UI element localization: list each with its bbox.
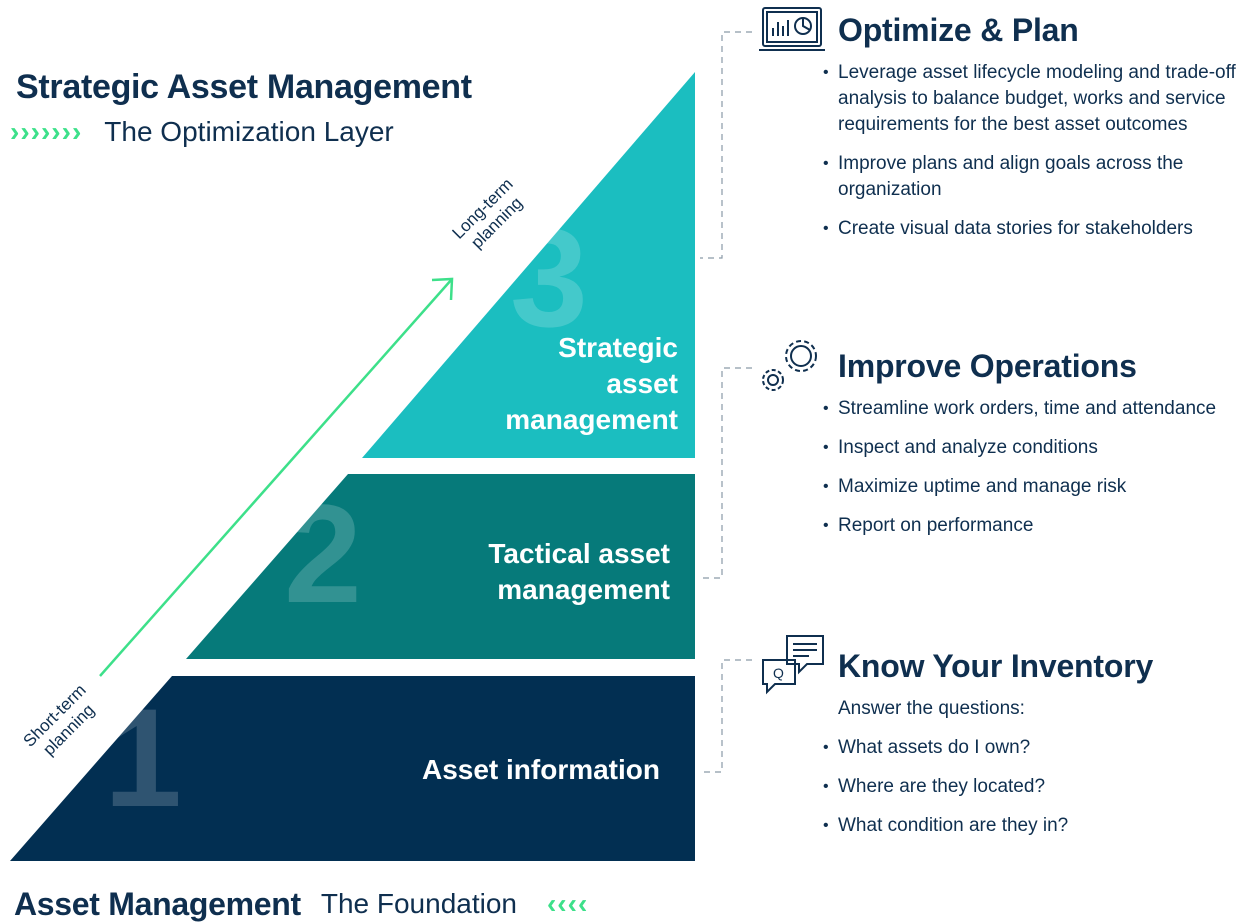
list-item: Create visual data stories for stakehold… — [823, 216, 1248, 242]
panel-body: Answer the questions: What assets do I o… — [823, 696, 1248, 839]
panel-title: Optimize & Plan — [838, 11, 1079, 48]
bullet-list: Leverage asset lifecycle modeling and tr… — [823, 60, 1248, 242]
panel-intro: Answer the questions: — [838, 698, 1025, 719]
tier-2-number: 2 — [284, 475, 362, 632]
footer-row: Asset Management The Foundation ‹‹‹‹ — [14, 884, 588, 924]
tier-2-label: Tactical asset management — [488, 538, 670, 605]
tier-2-shape — [186, 474, 695, 659]
tier-1-shape — [10, 676, 695, 861]
list-item: What assets do I own? — [823, 735, 1248, 761]
planning-arrow — [99, 277, 454, 677]
chat-bubbles-icon: Q — [758, 634, 826, 698]
list-item: Leverage asset lifecycle modeling and tr… — [823, 60, 1248, 138]
panel-optimize-plan: Optimize & Plan Leverage asset lifecycle… — [758, 7, 1248, 255]
page-title: Strategic Asset Management — [16, 68, 472, 106]
panel-title: Know Your Inventory — [838, 647, 1154, 684]
panel-header: Q Know Your Inventory — [758, 635, 1248, 695]
subtitle-row: ››››››› The Optimization Layer — [10, 114, 394, 150]
list-item: Maximize uptime and manage risk — [823, 474, 1248, 500]
chevron-left-icons: ‹‹‹‹ — [546, 888, 589, 919]
list-item: Report on performance — [823, 513, 1248, 539]
page-subtitle: The Optimization Layer — [104, 116, 394, 147]
connector-lines — [700, 31, 752, 773]
tier-3-shape — [362, 72, 695, 458]
footer-title: Asset Management — [14, 885, 301, 922]
tier-1-number: 1 — [104, 679, 182, 836]
gears-icon — [758, 334, 826, 398]
list-item: Inspect and analyze conditions — [823, 435, 1248, 461]
list-item: What condition are they in? — [823, 813, 1248, 839]
svg-text:Q: Q — [773, 665, 784, 681]
panel-body: Streamline work orders, time and attenda… — [823, 396, 1248, 539]
bullet-list: What assets do I own? Where are they loc… — [823, 735, 1248, 839]
list-item: Improve plans and align goals across the… — [823, 151, 1248, 203]
chevron-right-icons: ››››››› — [10, 116, 83, 147]
bullet-list: Streamline work orders, time and attenda… — [823, 396, 1248, 539]
tier-3-label: Strategic asset management — [505, 332, 678, 435]
monitor-chart-icon — [758, 0, 826, 62]
panel-body: Leverage asset lifecycle modeling and tr… — [823, 60, 1248, 242]
footer-subtitle: The Foundation — [320, 888, 517, 919]
list-item: Where are they located? — [823, 774, 1248, 800]
panel-header: Optimize & Plan — [758, 7, 1248, 52]
panel-title: Improve Operations — [838, 347, 1137, 384]
list-item: Streamline work orders, time and attenda… — [823, 396, 1248, 422]
tier-1-label: Asset information — [421, 754, 660, 785]
panel-know-inventory: Q Know Your Inventory Answer the questio… — [758, 635, 1248, 852]
panel-header: Improve Operations — [758, 340, 1248, 391]
tier-3-number: 3 — [510, 199, 588, 356]
panel-improve-operations: Improve Operations Streamline work order… — [758, 340, 1248, 552]
